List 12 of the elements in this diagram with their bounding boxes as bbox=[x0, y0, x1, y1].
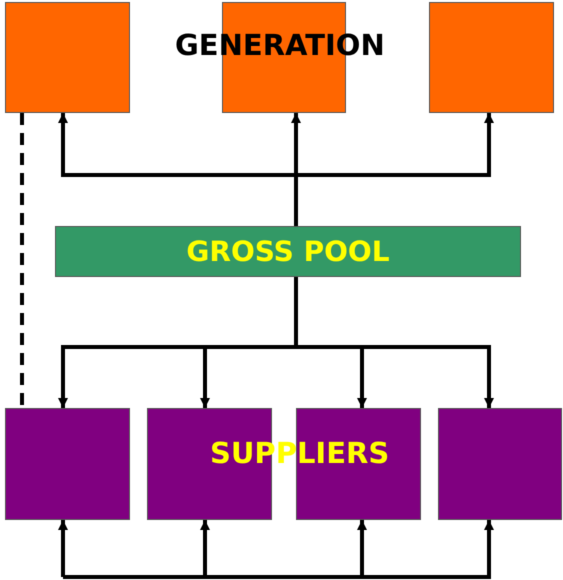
band-label: GROSS POOL bbox=[186, 235, 390, 268]
pool-band bbox=[55, 226, 521, 277]
supplier-block bbox=[5, 408, 130, 520]
dashed-line bbox=[20, 113, 24, 408]
supplier-block bbox=[438, 408, 562, 520]
arrow bbox=[357, 520, 367, 577]
arrow bbox=[200, 520, 210, 577]
arrow bbox=[294, 113, 494, 226]
arrow bbox=[63, 520, 494, 579]
arrow bbox=[58, 520, 68, 577]
generation-block bbox=[5, 2, 130, 113]
generation-block bbox=[429, 2, 554, 113]
